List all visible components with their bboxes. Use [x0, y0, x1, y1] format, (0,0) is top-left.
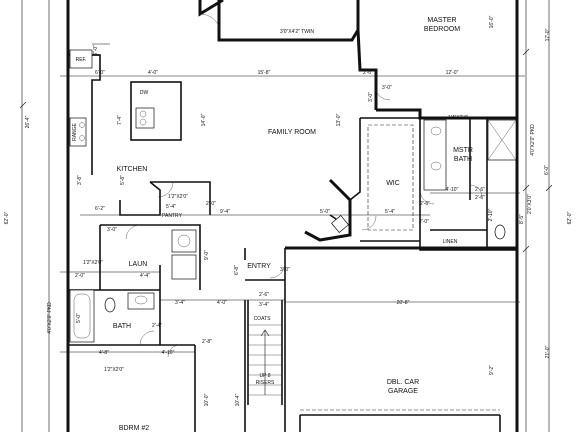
master-bedroom-label-1: MASTER — [427, 17, 456, 24]
dim-6-8: 6'-8" — [234, 265, 240, 275]
dim-10-0: 10'-0" — [204, 393, 210, 406]
dim-2-6-c: 2'-6" — [475, 195, 485, 201]
twin-window-label: 3'0"X4'2" TWIN — [280, 29, 314, 35]
dim-3-0-laun: 3'-0" — [107, 227, 117, 233]
dim-5-4-pantry: 5'-4" — [166, 204, 176, 210]
garage-label-1: DBL. CAR — [387, 379, 419, 386]
dim-5-8: 5'-8" — [120, 175, 126, 185]
dim-9-2: 9'-2" — [489, 365, 495, 375]
dim-62-0-right: 62'-0" — [567, 211, 573, 224]
ref-label: REF. — [76, 57, 87, 63]
coats-label: COATS — [254, 316, 272, 322]
up-risers-label-1: UP 8 — [259, 373, 270, 379]
bdrm2-label: BDRM #2 — [119, 425, 149, 432]
dim-4-0-top: 4'-0" — [148, 70, 158, 76]
dim-2-6-entry: 2'-6" — [259, 292, 269, 298]
entry-label: ENTRY — [247, 263, 271, 270]
dim-5-4: 5'-4" — [385, 209, 395, 215]
dim-13-0: 13'-0" — [336, 113, 342, 126]
dim-4-8: 4'-8" — [99, 350, 109, 356]
fixtures — [69, 49, 517, 405]
dim-6-0-right: 6'-0" — [544, 165, 550, 175]
dim-9-0: 9'-0" — [204, 250, 210, 260]
dim-3-4: 3'-4" — [175, 300, 185, 306]
garage-label-2: GARAGE — [388, 388, 418, 395]
doors — [125, 13, 483, 358]
dim-3-0-door: 3'-0" — [382, 85, 392, 91]
dim-2-6: 2'-6" — [420, 201, 430, 207]
dim-3-4-entry: 3'-4" — [259, 302, 269, 308]
bdrm-window-label: 1'2"X2'0" — [104, 367, 124, 373]
dim-5-0: 5'-0" — [320, 209, 330, 215]
kitchen-label: KITCHEN — [117, 166, 148, 173]
family-room-label: FAMILY ROOM — [268, 129, 316, 136]
mstr-window-label: 1'4"X2'4" — [448, 115, 468, 121]
stairs — [247, 300, 283, 405]
laun-label: LAUN — [129, 261, 148, 268]
laun-window-label: 1'2"X2'0" — [83, 260, 103, 266]
dim-7-0: 7'-0" — [93, 45, 99, 55]
dim-62-0-left: 62'-0" — [4, 211, 10, 224]
dim-6-2: 6'-2" — [95, 206, 105, 212]
up-risers-label-2: RISERS — [256, 380, 275, 386]
dim-10-4: 10'-4" — [235, 393, 241, 406]
dim-17-0: 17'-0" — [545, 28, 551, 41]
pkd-right-label: 4'0"X2'0" PKD — [530, 124, 536, 156]
dim-3-8: 3'-8" — [77, 175, 83, 185]
dim-26-4-left: 26'-4" — [25, 115, 31, 128]
mstr-bath-label-1: MSTR — [453, 147, 473, 154]
range-label: RANGE — [72, 122, 78, 140]
mstr-bath-label-2: BATH — [454, 156, 472, 163]
dim-9-4: 9'-4" — [220, 209, 230, 215]
dim-4-10-bath2: 4'-10" — [162, 350, 175, 356]
dim-2-0-top: 2'-0" — [363, 70, 373, 76]
dim-8-5: 8'-5" — [519, 214, 525, 224]
dim-3-0-mstr: 3'-0" — [368, 92, 374, 102]
pantry-window-label: 1'2"X2'0" — [168, 194, 188, 200]
dim-4-0-mid: 4'-0" — [217, 300, 227, 306]
master-bedroom-label-2: BEDROOM — [424, 26, 460, 33]
dim-6-0: 6'-0" — [95, 70, 105, 76]
dim-21-0: 21'-0" — [545, 345, 551, 358]
bath-label: BATH — [113, 323, 131, 330]
wic-label: WIC — [386, 180, 400, 187]
dim-2-4: 2'-4" — [152, 323, 162, 329]
dimension-labels: 6'-0" 4'-0" 15'-8" 2'-0" 12'-0" 3'-0" 9'… — [4, 15, 573, 406]
dim-2-8: 2'-8" — [202, 339, 212, 345]
dim-2-6-b: 2'-6" — [475, 187, 485, 193]
dim-12-0: 12'-0" — [446, 70, 459, 76]
dim-2-0-c: 2'-0" — [419, 219, 429, 225]
dim-4-10-bath: 4'-10" — [446, 187, 459, 193]
dim-3-0-entry: 3'-0" — [280, 267, 290, 273]
dim-7-4: 7'-4" — [117, 115, 123, 125]
room-labels: MASTER BEDROOM FAMILY ROOM KITCHEN WIC M… — [72, 17, 473, 432]
dim-2-0-mid: 2'-0" — [206, 201, 216, 207]
pkd-small-label: 2'0"X3'0" — [527, 194, 533, 214]
dw-label: DW — [140, 90, 149, 96]
dim-2-0-laun: 2'-0" — [75, 273, 85, 279]
dim-16-0: 16'-0" — [489, 15, 495, 28]
walls — [66, 0, 519, 432]
dim-2-10: 2'-10" — [488, 208, 494, 221]
dim-20-8: 20'-8" — [397, 300, 410, 306]
dim-5-0-bath: 5'-0" — [76, 313, 82, 323]
dim-4-4: 4'-4" — [140, 273, 150, 279]
pkd-left-label: 4'0"X2'0" PKD — [47, 302, 53, 334]
dim-14-0: 14'-0" — [201, 113, 207, 126]
window-labels: 3'0"X4'2" TWIN 4'0"X2'0" PKD 2'0"X3'0" 4… — [47, 29, 536, 373]
pantry-label: PANTRY — [162, 213, 182, 219]
linen-label: LINEN — [443, 239, 458, 245]
dim-15-8: 15'-8" — [258, 70, 271, 76]
